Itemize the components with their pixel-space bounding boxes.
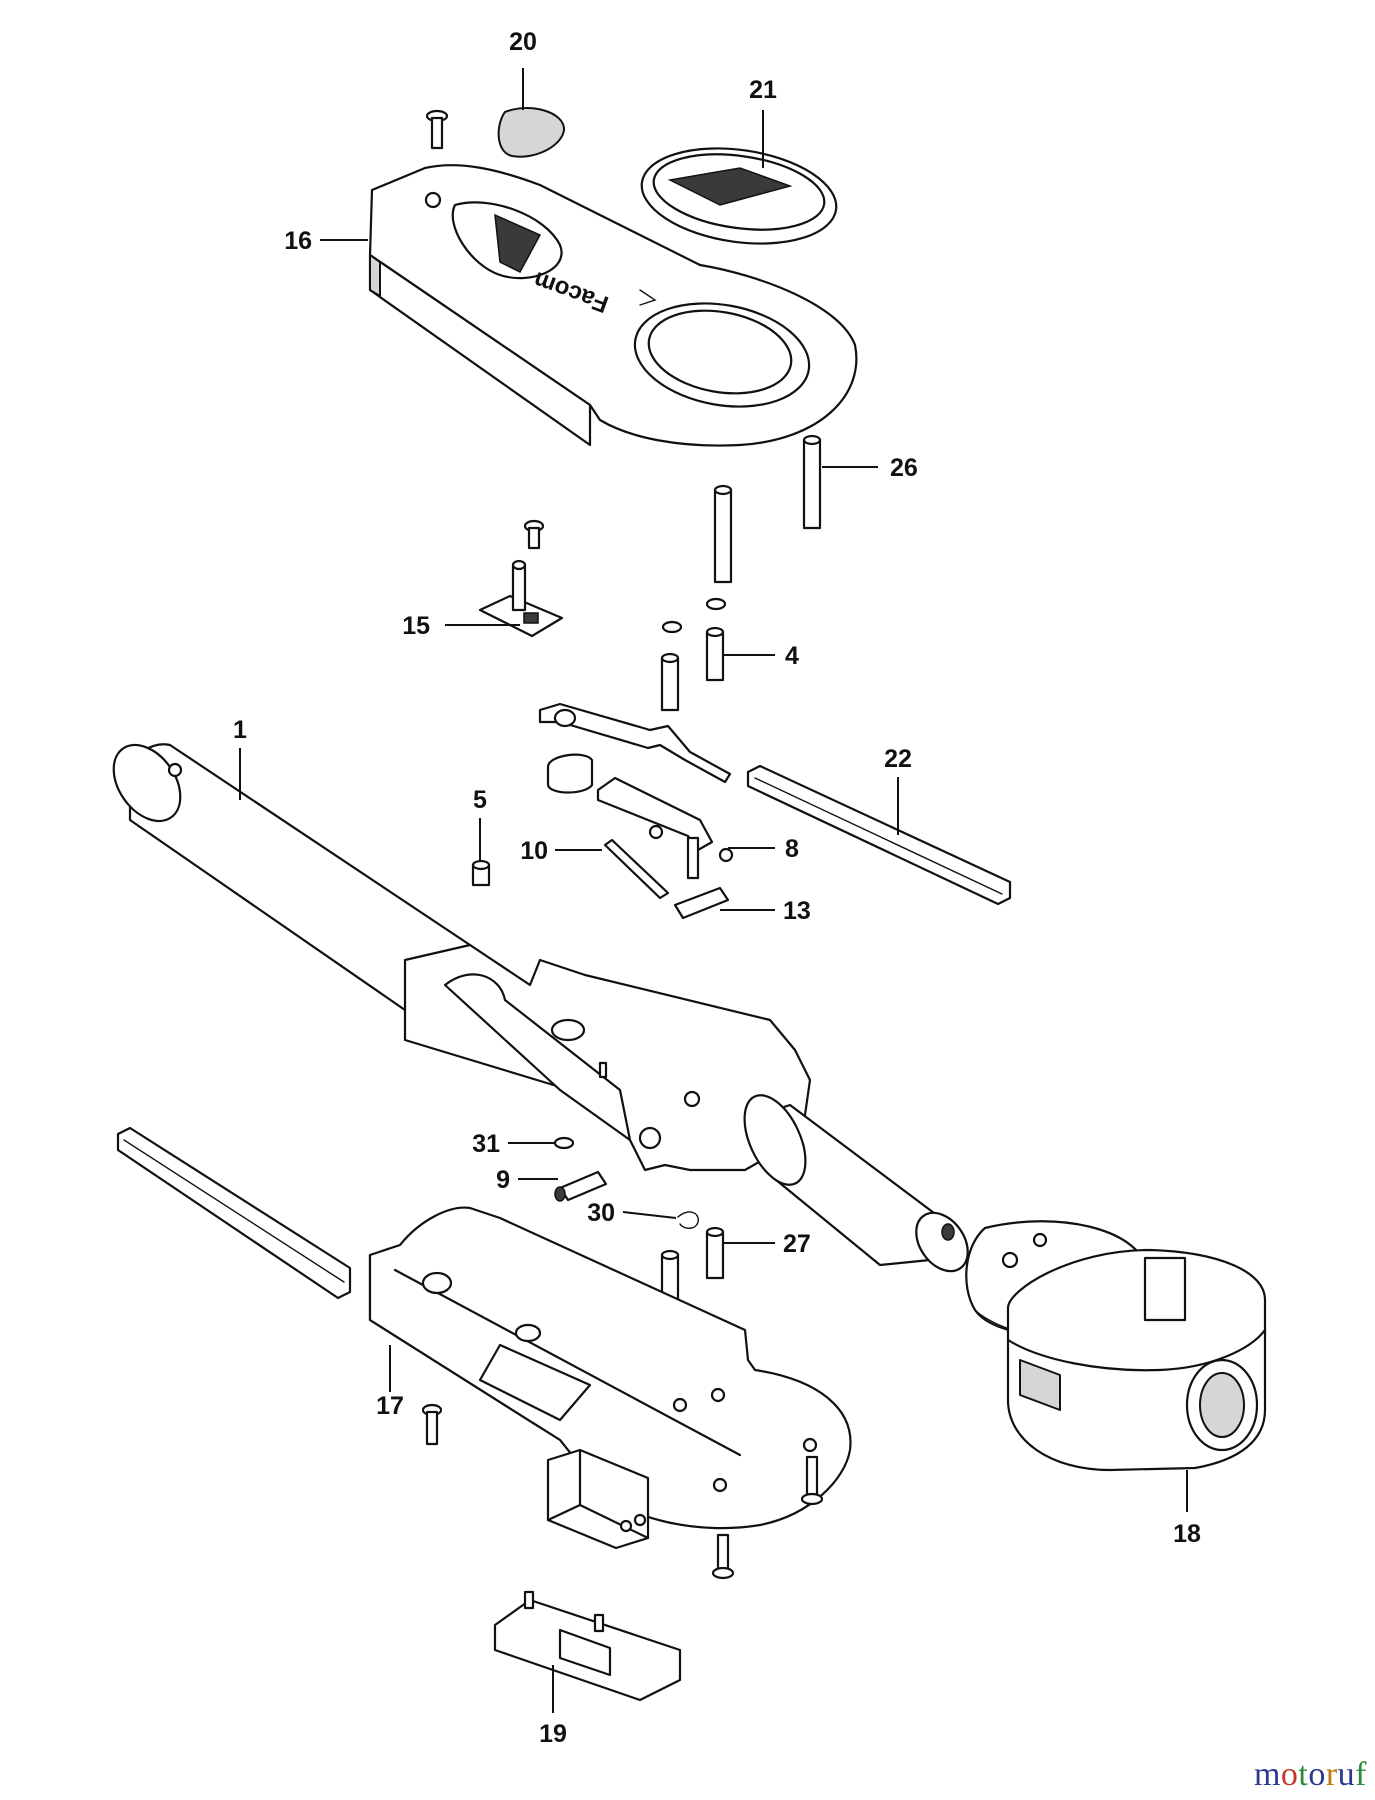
part-9-pin [554, 1170, 608, 1202]
part-17-lower-housing [368, 1206, 852, 1530]
callout-18: 18 [1173, 1520, 1201, 1548]
watermark-letter: u [1337, 1756, 1356, 1793]
callout-26: 26 [890, 454, 918, 482]
watermark-letter: t [1298, 1756, 1309, 1793]
callout-13: 13 [783, 897, 811, 925]
parts-10-13-pins [603, 838, 730, 920]
part-20-cover [640, 147, 838, 245]
callout-27: 27 [783, 1230, 811, 1258]
part-18-head [1006, 1248, 1267, 1472]
left-strip [116, 1126, 352, 1300]
part-30-clip [677, 1211, 699, 1229]
part-22-strip [746, 764, 1012, 906]
watermark-letter: m [1253, 1756, 1281, 1793]
callout-10: 10 [520, 837, 548, 865]
callout-1: 1 [233, 716, 247, 744]
callout-22: 22 [884, 745, 912, 773]
part-5-nut [471, 859, 491, 887]
part-1-frame [403, 943, 812, 1172]
screws-lower [421, 1403, 824, 1580]
part-16-top-housing: Facom [368, 164, 858, 447]
callout-5: 5 [473, 786, 487, 814]
screw-top-left [425, 109, 449, 150]
leader-lines [239, 68, 1188, 1713]
callout-31: 31 [472, 1130, 500, 1158]
callout-21: 19 [539, 1720, 567, 1748]
watermark-letter: r [1325, 1756, 1338, 1793]
part-31-oring [553, 1136, 575, 1150]
callout-4: 4 [785, 642, 799, 670]
callout-30: 30 [587, 1199, 615, 1227]
callout-19: 20 [509, 28, 537, 56]
watermark-letter: o [1308, 1756, 1326, 1793]
callout-17: 17 [376, 1392, 404, 1420]
part-1-shaft [743, 1094, 969, 1273]
callout-16: 16 [284, 227, 312, 255]
callout-20: 21 [749, 76, 777, 104]
part-15-sensor-board [478, 519, 564, 638]
part-1-main-tube [112, 743, 472, 1012]
callout-9: 9 [496, 1166, 510, 1194]
part-19-pad [497, 107, 566, 158]
part-26-standoffs [713, 434, 822, 584]
watermark-logo: motoruf [1254, 1756, 1367, 1794]
part-21-battery-plate [493, 1590, 682, 1702]
part-4-standoffs [660, 597, 727, 712]
watermark-letter: f [1355, 1756, 1367, 1793]
callout-labels: 20 21 16 26 15 4 1 22 5 10 8 13 31 9 30 … [233, 28, 1201, 1748]
callout-15: 15 [402, 612, 430, 640]
battery [546, 1448, 650, 1550]
spring-arm-assembly [538, 702, 734, 880]
callout-8: 8 [785, 835, 799, 863]
watermark-letter: o [1280, 1756, 1299, 1793]
